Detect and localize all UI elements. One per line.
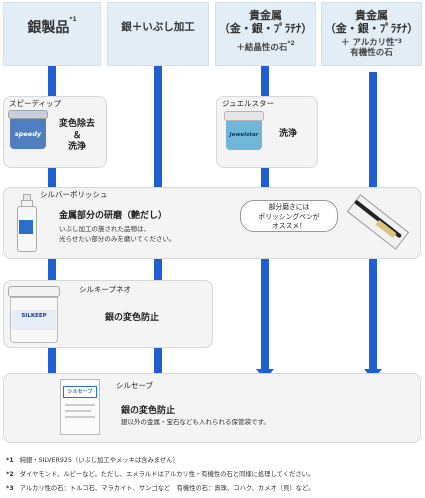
footnote-3-mark: *3 xyxy=(6,485,14,492)
footnote-1-text: 純銀・SILVER925（いぶし加工やメッキは含みません） xyxy=(19,457,179,464)
header-precious-alkaline-title: 貴金属 xyxy=(355,9,388,22)
jewel-star-name: ジュエルスター xyxy=(222,99,274,108)
speedy-dip-desc2: 洗浄 xyxy=(67,142,86,152)
polishing-pen-callout: 部分磨きには ポリッシングペンが オススメ！ xyxy=(240,200,338,232)
footnote-1: *1 純銀・SILVER925（いぶし加工やメッキは含みません） xyxy=(6,455,179,464)
jewel-star-desc: 洗浄 xyxy=(278,129,297,139)
footnote-3-text: アルカリ性の石：トルコ石、マラカイト、サンゴなど 有機性の石：真珠、コハク、カメ… xyxy=(19,485,315,492)
header-precious-alkaline-stone1: アルカリ性 xyxy=(352,38,395,48)
silkeep-neo-label: SILKEEP xyxy=(21,313,47,319)
header-precious-crystal-metals: （金・銀・ﾌﾟﾗﾁﾅ） xyxy=(218,22,313,35)
header-precious-crystal-stone: ＋結晶性の石 xyxy=(236,43,288,53)
footnote-1-mark: *1 xyxy=(6,457,14,464)
speedy-dip-desc1: 変色除去 xyxy=(58,119,95,129)
polishing-pen-image xyxy=(345,193,411,250)
silkeep-neo-name: シルキープネオ xyxy=(79,285,132,294)
header-precious-alkaline-plus: ＋ xyxy=(341,38,350,48)
header-precious-crystal: 貴金属 （金・銀・ﾌﾟﾗﾁﾅ） ＋結晶性の石*2 xyxy=(215,2,316,66)
speedy-dip-label: speedy xyxy=(14,130,42,138)
header-ibushi: 銀＋いぶし加工 xyxy=(107,2,209,66)
silkeep-neo-desc: 銀の変色防止 xyxy=(105,313,160,323)
silsave-bag: シルセーブ xyxy=(60,379,100,435)
jewel-star-jar: Jewelstar xyxy=(224,111,264,151)
speedy-dip-jar: speedy xyxy=(8,110,48,150)
footnote-2-text: ダイヤモンド、ルビーなど。ただし、エメラルドはアルカリ性・有機性の石と同様に処理… xyxy=(19,471,315,478)
speedy-dip-amp: ＆ xyxy=(72,131,82,141)
header-ibushi-title: 銀＋いぶし加工 xyxy=(121,21,195,33)
header-precious-alkaline-metals: （金・銀・ﾌﾟﾗﾁﾅ） xyxy=(324,22,419,35)
silsave-bag-label: シルセーブ xyxy=(67,389,93,395)
callout-line3: オススメ！ xyxy=(272,222,306,230)
silver-polish-name: シルバーポリッシュ xyxy=(40,190,108,199)
silsave-sub: 銀以外の金属・宝石なども入れられる保管袋です。 xyxy=(121,418,270,426)
callout-line1: 部分磨きには xyxy=(268,203,310,211)
footnote-3: *3 アルカリ性の石：トルコ石、マラカイト、サンゴなど 有機性の石：真珠、コハク、… xyxy=(6,483,314,492)
footnote-2: *2 ダイヤモンド、ルビーなど。ただし、エメラルドはアルカリ性・有機性の石と同様に… xyxy=(6,469,314,478)
silver-polish-title: 金属部分の研磨（艶だし） xyxy=(59,211,168,221)
header-precious-crystal-footnote: *2 xyxy=(287,40,295,47)
silver-polish-bottle xyxy=(16,194,37,252)
header-precious-alkaline: 貴金属 （金・銀・ﾌﾟﾗﾁﾅ） ＋ アルカリ性*3 有機性の石 xyxy=(321,2,422,66)
header-silverware-footnote: *1 xyxy=(69,16,77,23)
header-precious-alkaline-stone2: 有機性の石 xyxy=(350,48,393,58)
header-silverware: 銀製品*1 xyxy=(3,2,101,66)
jewel-star-label: Jewelstar xyxy=(229,132,259,138)
card-silver-polish xyxy=(3,187,421,259)
silsave-name: シルセーブ xyxy=(116,381,154,390)
speedy-dip-name: スピーディップ xyxy=(9,99,61,108)
callout-line2: ポリッシングペンが xyxy=(258,212,320,221)
footnote-2-mark: *2 xyxy=(6,471,14,478)
header-precious-alkaline-footnote: *3 xyxy=(394,38,402,45)
card-jewel-star xyxy=(216,96,318,168)
header-precious-crystal-title: 貴金属 xyxy=(249,9,282,22)
silver-polish-note1: いぶし加工の施された品物は、 xyxy=(59,225,150,233)
header-silverware-title: 銀製品 xyxy=(27,20,70,36)
silsave-desc: 銀の変色防止 xyxy=(121,406,176,416)
silkeep-neo-jar: SILKEEP xyxy=(8,286,60,344)
silver-polish-note2: 光らせたい部分のみを磨いてください。 xyxy=(59,235,176,243)
